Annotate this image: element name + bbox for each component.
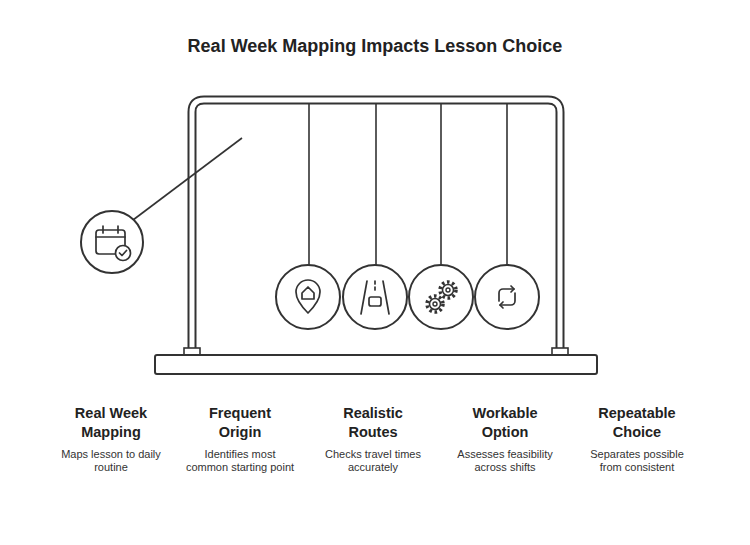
gear-rim <box>443 285 454 296</box>
step-description: Assesses feasibility across shifts <box>449 448 561 474</box>
check-circle <box>116 246 131 261</box>
string <box>440 104 442 265</box>
step-heading: Realistic Routes <box>321 404 425 442</box>
step-node: Repeatable ChoiceSeparates possible from… <box>572 404 702 474</box>
step-node: Workable OptionAssesses feasibility acro… <box>440 404 570 474</box>
calendar-bar <box>96 236 125 238</box>
step-description: Identifies most common starting point <box>184 448 296 474</box>
check-mark <box>120 251 127 256</box>
arrow-head <box>511 286 514 292</box>
repeat-icon <box>499 286 515 308</box>
ball <box>343 265 407 329</box>
cradle-frame <box>155 100 597 374</box>
step-heading: Repeatable Choice <box>585 404 689 442</box>
cradle-balls <box>81 211 539 329</box>
cradle-base <box>155 355 597 374</box>
car <box>369 297 381 306</box>
step-heading: Frequent Origin <box>188 404 292 442</box>
arrow-head <box>500 302 503 308</box>
cradle-strings <box>133 104 507 265</box>
ball <box>409 265 473 329</box>
ball <box>475 265 539 329</box>
road-centre <box>374 281 376 292</box>
diagram-title: Real Week Mapping Impacts Lesson Choice <box>0 36 750 57</box>
home-pin-icon <box>296 280 320 313</box>
ball <box>276 265 340 329</box>
road-edge <box>361 281 367 314</box>
gear-hole <box>433 302 437 306</box>
ball <box>81 211 143 273</box>
gear-teeth <box>427 296 443 312</box>
gear-teeth <box>440 282 456 298</box>
step-node: Frequent OriginIdentifies most common st… <box>175 404 305 474</box>
house <box>302 287 314 299</box>
gears-icon <box>427 282 456 312</box>
road-car-icon <box>361 281 389 314</box>
step-heading: Real Week Mapping <box>59 404 163 442</box>
step-heading: Workable Option <box>453 404 557 442</box>
calendar-icon <box>96 226 131 261</box>
step-description: Separates possible from consistent <box>581 448 693 474</box>
step-node: Realistic RoutesChecks travel times accu… <box>308 404 438 474</box>
road-edge <box>383 281 389 314</box>
calendar-tab <box>102 226 104 233</box>
frame-outline <box>192 100 560 352</box>
calendar-tab <box>117 226 119 233</box>
map-pin <box>296 280 320 313</box>
frame-inner <box>192 100 560 352</box>
string <box>308 104 310 265</box>
step-description: Maps lesson to daily routine <box>55 448 167 474</box>
string <box>375 104 377 265</box>
string <box>506 104 508 265</box>
step-description: Checks travel times accurately <box>317 448 429 474</box>
step-node: Real Week MappingMaps lesson to daily ro… <box>46 404 176 474</box>
swung-string <box>133 138 242 220</box>
gear-hole <box>446 288 450 292</box>
gear-rim <box>430 299 441 310</box>
